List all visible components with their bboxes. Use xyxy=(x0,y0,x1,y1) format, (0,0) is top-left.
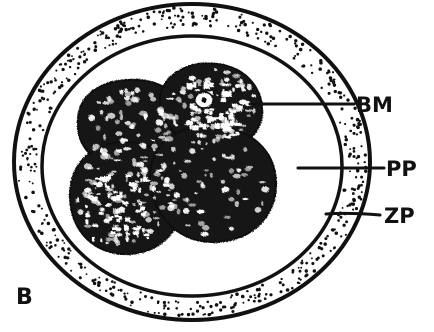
panel-letter: B xyxy=(16,285,33,310)
label-zp: ZP xyxy=(384,204,415,228)
label-bm: BM xyxy=(356,93,393,117)
leader-line-zp xyxy=(326,213,380,215)
blastomeres xyxy=(70,63,276,254)
nucleolus xyxy=(201,97,206,102)
label-pp: PP xyxy=(386,157,417,181)
